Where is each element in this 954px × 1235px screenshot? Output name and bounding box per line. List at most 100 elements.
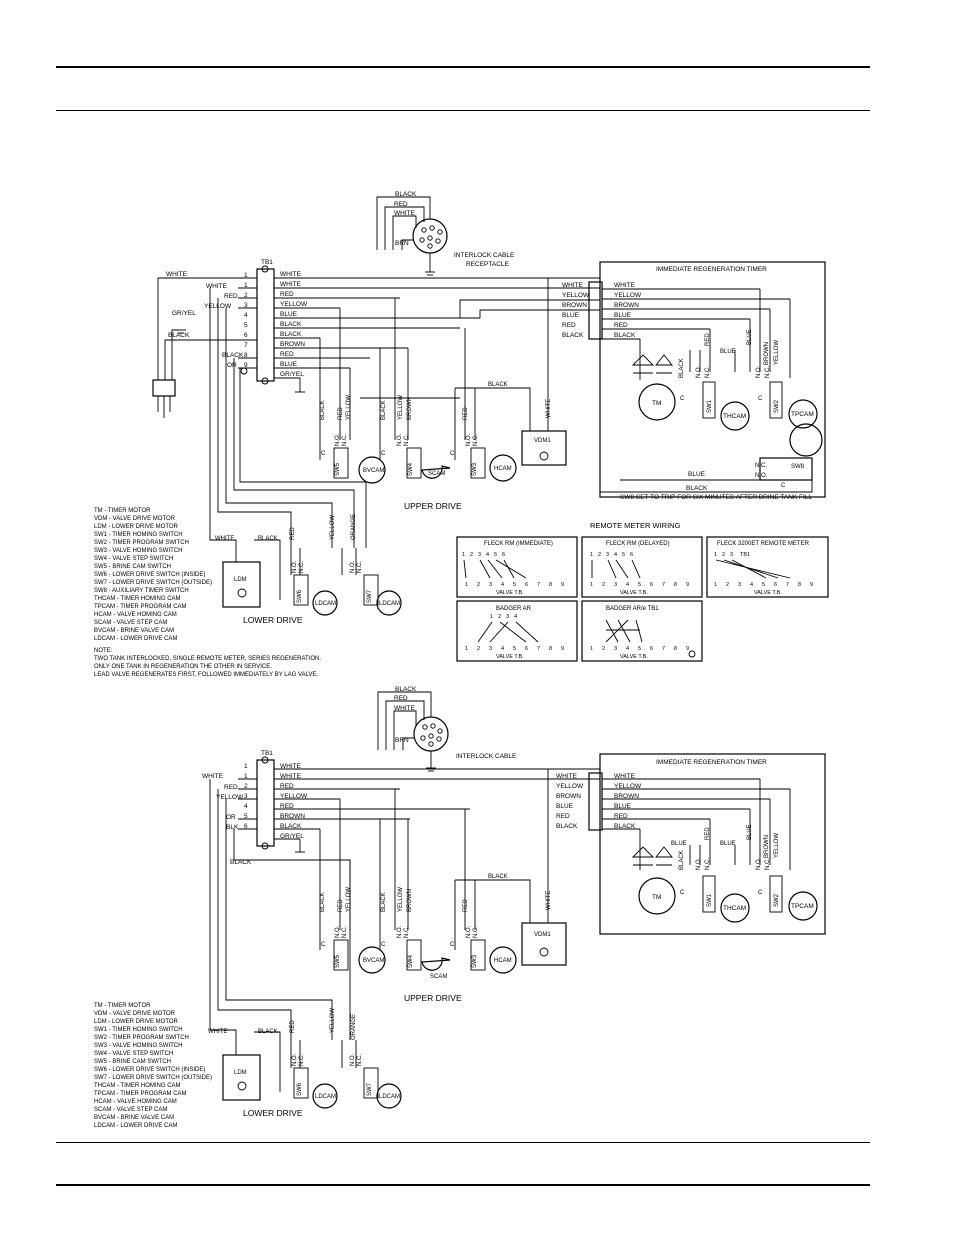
switch-no-label: N.O. — [292, 560, 298, 573]
wire-label: BLUE — [671, 841, 687, 847]
wire-label: YELLOW — [330, 515, 336, 540]
tb-num: 9 — [244, 362, 248, 369]
sw3-label: SW3 — [472, 954, 478, 968]
timer-cam-icon — [789, 423, 823, 457]
timer-right-label: BROWN — [614, 793, 639, 800]
black-wire-label: BLACK — [230, 859, 252, 866]
wire-label: BLUE — [747, 329, 753, 345]
sw4-label: SW4 — [408, 954, 414, 968]
wire-label: YELLOW — [398, 887, 404, 912]
interlock-subtitle: RECEPTACLE — [466, 261, 510, 268]
switch-nc-label: N.C. — [357, 561, 363, 573]
meter-terminal-num: 1 — [590, 582, 593, 588]
timer-left-label: YELLOW — [562, 292, 590, 299]
wire-label: BLUE — [747, 824, 753, 840]
immediate-regeneration-timer: IMMEDIATE REGENERATION TIMER WHITE YELLO… — [556, 753, 826, 935]
legend-item: SW8 - AUXILIARY TIMER SWITCH — [94, 588, 189, 594]
meter-terminal-num: 6 — [525, 646, 528, 652]
legend-item: BVCAM - BRINE VALVE CAM — [94, 628, 174, 634]
tpcam-icon — [788, 399, 818, 429]
sw8-note: SW8 SET TO TRIP FOR SIX MINUTES AFTER BR… — [620, 494, 812, 501]
switch-nc-label: N.C. — [404, 434, 410, 446]
timer-right-label: RED — [614, 813, 628, 820]
meter-terminal-num: 1 — [490, 614, 493, 620]
tb-right-label: BROWN — [280, 341, 305, 348]
tb-right-label: WHITE — [280, 271, 302, 278]
tb-left-label: RED — [224, 293, 238, 300]
meter-terminal-num: 1 — [465, 646, 468, 652]
tb-num: 1 — [244, 282, 248, 289]
switch-nc-label: N.C. — [755, 463, 767, 469]
switch-c-label: C — [680, 396, 685, 402]
legend-item: TM - TIMER MOTOR — [94, 508, 151, 514]
tb-left-label: BLK — [226, 824, 239, 831]
bvcam-icon — [358, 456, 386, 484]
meter-terminal-num: 4 — [486, 552, 489, 558]
meter-terminal-num: 2 — [598, 552, 601, 558]
note-text: LEAD VALVE REGENERATES FIRST, FOLLOWED I… — [94, 672, 318, 678]
tb-num: 3 — [244, 793, 248, 800]
wire-label: BLACK — [488, 382, 508, 388]
timer-right-label: BLUE — [614, 312, 632, 319]
switch-nc-label: N.C. — [765, 858, 771, 870]
ldcam-icon — [376, 1083, 402, 1109]
timer-left-label: RED — [556, 813, 570, 820]
wire-label: YELLOW — [330, 1008, 336, 1033]
meter-terminal-num: 4 — [501, 582, 504, 588]
switch-nc-label: N.C. — [705, 366, 711, 378]
wire-label: BLUE — [720, 841, 736, 847]
legend-item: TPCAM - TIMER PROGRAM CAM — [94, 604, 187, 610]
tb-right-label: BROWN — [280, 813, 305, 820]
switch-no-label: N.O. — [756, 857, 762, 870]
meter-terminal-num: 3 — [489, 582, 492, 588]
meter-box-title: BADGER AR/e TB1 — [606, 606, 659, 612]
switch-c-label: C — [381, 942, 386, 948]
timer-left-label: WHITE — [562, 282, 584, 289]
tb-left-label: YELLOW — [216, 794, 244, 801]
footer-rule-lower — [56, 1184, 870, 1186]
cord-label: WHITE — [166, 271, 188, 278]
sw6-label: SW6 — [297, 1082, 303, 1096]
meter-terminal-num: 7 — [662, 646, 665, 652]
immediate-regeneration-timer: IMMEDIATE REGENERATION TIMER WHITE YELLO… — [459, 261, 826, 501]
meter-terminal-num: 7 — [537, 582, 540, 588]
tb-left-label: RED — [224, 784, 238, 791]
interlock-wire-label: RED — [394, 695, 408, 702]
tb-right-label: RED — [280, 351, 294, 358]
meter-terminal-num: 9 — [561, 646, 564, 652]
ldcam-label: LDCAM — [315, 601, 336, 607]
timer-motor-icon — [638, 877, 676, 915]
legend-item: VDM - VALVE DRIVE MOTOR — [94, 516, 176, 522]
sw8-label: SW8 — [791, 464, 805, 470]
tb-num: 2 — [244, 292, 248, 299]
wire-label: RED — [463, 899, 469, 912]
tb-right-label: BLACK — [280, 321, 302, 328]
wire-label: YELLOW — [398, 395, 404, 420]
timer-left-label: BLUE — [562, 312, 580, 319]
interlock-wire-label: WHITE — [394, 210, 416, 217]
meter-terminal-num: 3 — [489, 646, 492, 652]
switch-c-label: C — [381, 451, 386, 457]
upper-drive-title: UPPER DRIVE — [404, 501, 462, 511]
wire-label: BLACK — [679, 850, 685, 870]
meter-terminal-num: 2 — [470, 552, 473, 558]
lower-drive-title: LOWER DRIVE — [243, 615, 303, 625]
legend-item: THCAM - TIMER HOMING CAM — [94, 1083, 181, 1089]
switch-nc-label: N.C. — [404, 926, 410, 938]
switch-no-label: N.O. — [292, 1053, 298, 1066]
timer-left-label: BROWN — [562, 302, 587, 309]
tb-left-label: WHITE — [202, 773, 224, 780]
switch-nc-label: N.C. — [357, 1054, 363, 1066]
tb1-terminal-block: TB1 WHITE RED YELLOW BLACK OR 1 1 2 3 4 … — [204, 259, 600, 548]
legend-item: HCAM - VALVE HOMING CAM — [94, 612, 177, 618]
wire-label: RED — [338, 407, 344, 420]
interlock-title: INTERLOCK CABLE — [454, 252, 515, 259]
interlock-wire-label: WHITE — [394, 705, 416, 712]
switch-nc-label: N.C. — [342, 434, 348, 446]
legend-item: SW4 - VALVE STEP SWITCH — [94, 1051, 173, 1057]
meter-terminal-num: 1 — [714, 582, 717, 588]
tb-right-label: YELLOW — [280, 301, 308, 308]
upper-drive: BVCAM SCAM HCAM VDM1 BLACK RED YELLOW BL… — [319, 769, 567, 1003]
wire-label: BLACK — [679, 358, 685, 378]
switch-no-label: N.O. — [350, 1053, 356, 1066]
